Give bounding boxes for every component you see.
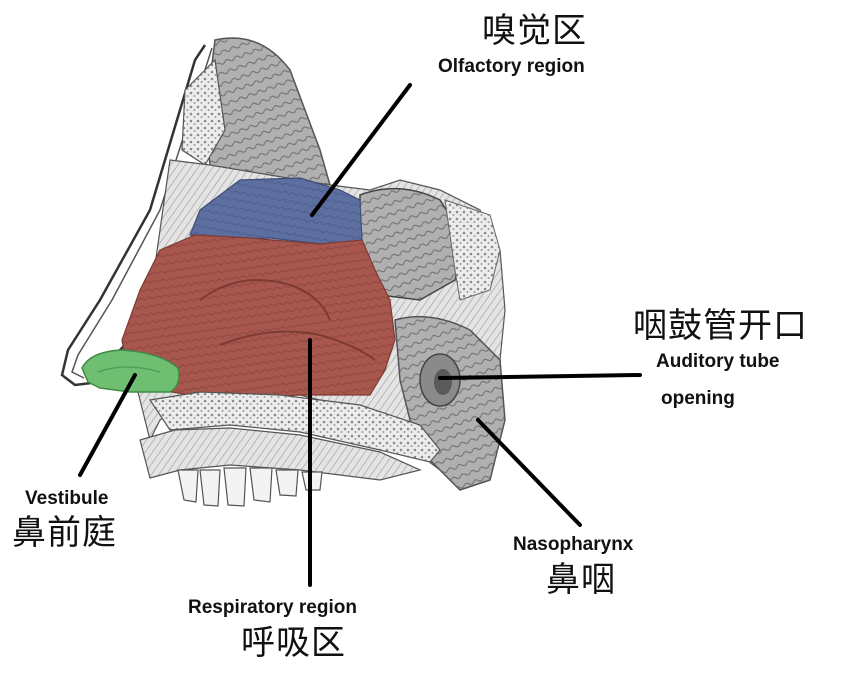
auditory-label-zh: 咽鼓管开口 (633, 306, 808, 346)
teeth (177, 467, 323, 507)
olfactory-leader (310, 83, 412, 217)
vestibule-leader (78, 373, 137, 477)
olfactory-label-en: Olfactory region (438, 56, 585, 77)
vestibule-label-zh: 鼻前庭 (12, 513, 117, 553)
nasopharynx-label-zh: 鼻咽 (546, 560, 616, 600)
maxilla (139, 427, 422, 481)
frontal-sinus (181, 58, 226, 166)
nasopharynx-label-en: Nasopharynx (513, 534, 634, 555)
nasopharynx-leader (476, 418, 582, 527)
respiratory-label-en: Respiratory region (188, 597, 357, 618)
frontal-bone (204, 37, 331, 186)
hard-palate (148, 391, 441, 463)
auditory-label-en-line2: opening (661, 388, 735, 409)
respiratory-label-zh: 呼吸区 (241, 623, 346, 663)
leader-lines (78, 83, 642, 587)
olfactory-label-zh: 嗅觉区 (482, 11, 587, 51)
auditory-label-en-line1: Auditory tube (656, 351, 780, 372)
auditory-leader (438, 373, 642, 380)
sphenoid-dots (444, 199, 501, 301)
sphenoid-sinus (359, 187, 466, 301)
vestibule-label-en: Vestibule (25, 488, 109, 509)
vestibule-region (81, 349, 180, 393)
